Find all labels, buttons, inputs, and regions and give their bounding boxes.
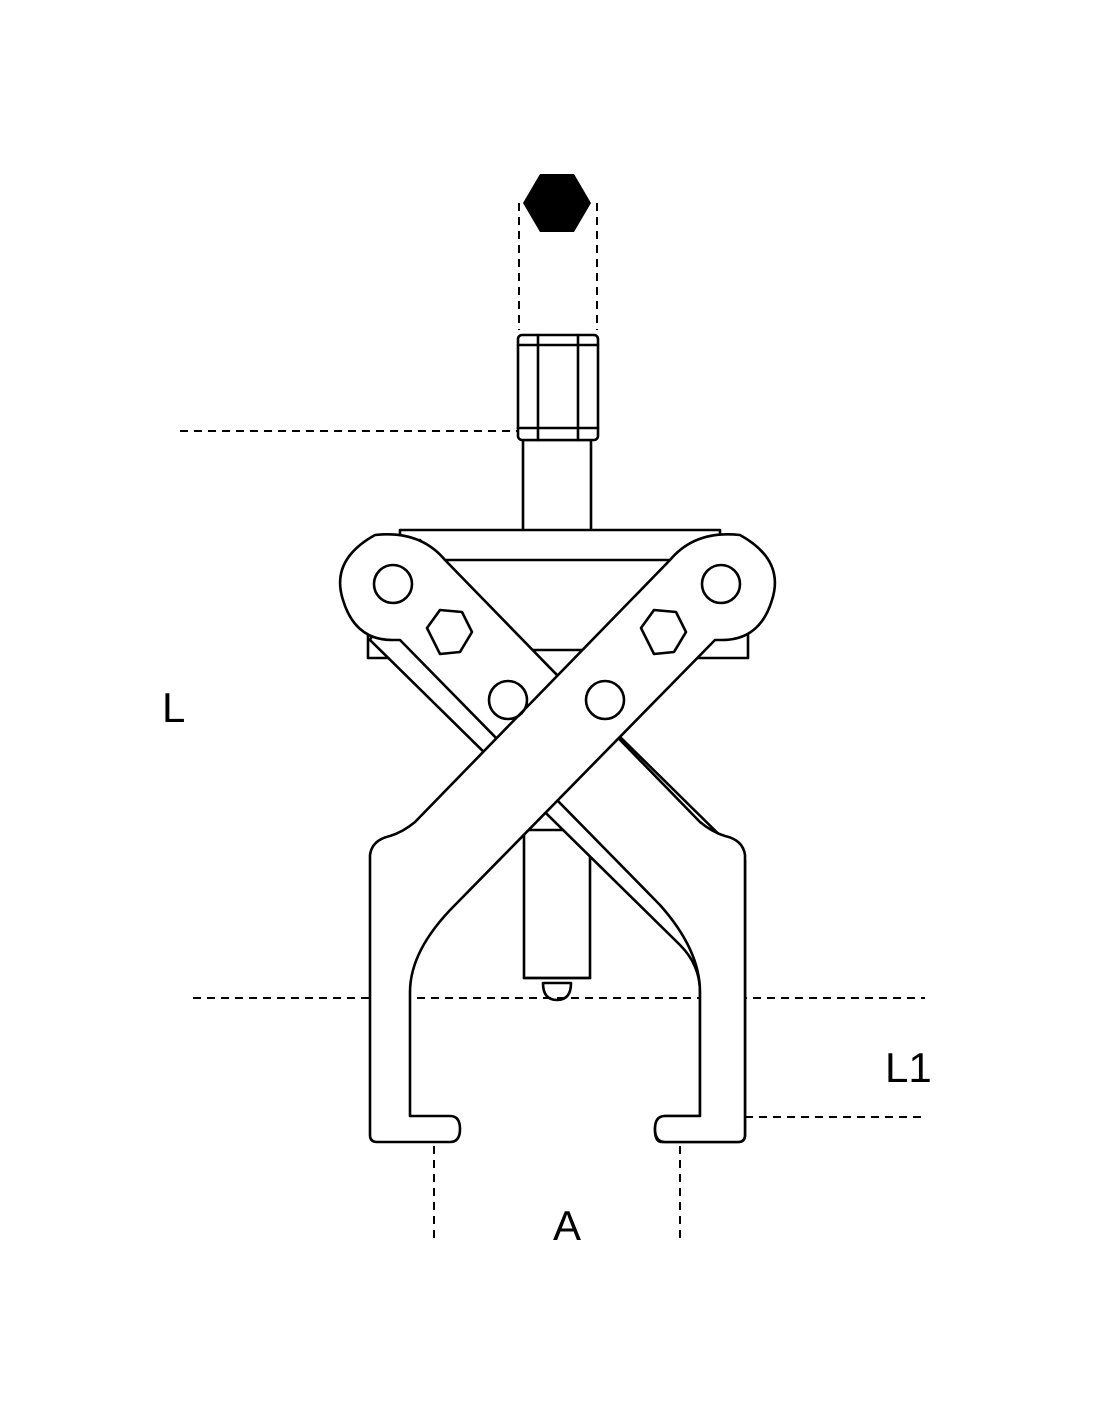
arm-right-to-left bbox=[368, 533, 777, 1144]
arm-left-to-right bbox=[338, 533, 747, 1144]
hex-dimension-lines bbox=[518, 203, 598, 330]
label-l1: L1 bbox=[885, 1044, 932, 1091]
right-hex-bolt-icon bbox=[639, 608, 688, 656]
spindle-nut bbox=[516, 333, 600, 442]
hex-socket-icon bbox=[523, 174, 591, 232]
left-hex-bolt-icon bbox=[425, 608, 474, 656]
pivot-holes bbox=[372, 563, 742, 721]
label-a: A bbox=[553, 1202, 581, 1249]
label-l: L bbox=[162, 684, 185, 731]
